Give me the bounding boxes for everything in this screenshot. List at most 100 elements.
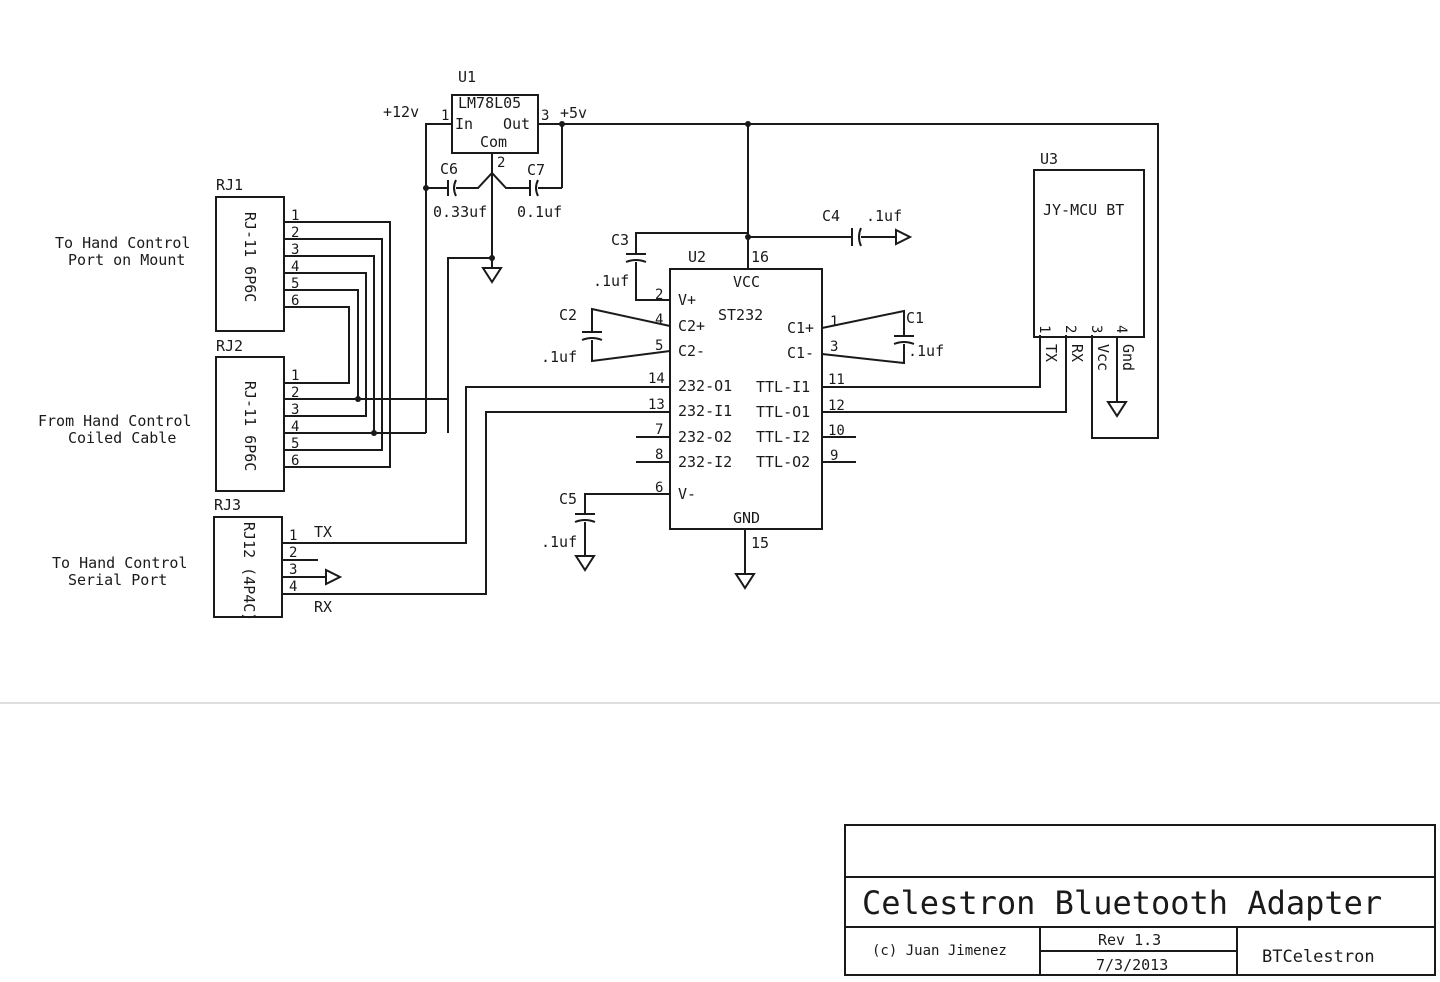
u2-pin8-num: 8 [655,447,663,463]
u2-pin13-num: 13 [648,397,665,413]
u1-pin3: 3 [541,108,549,124]
u3-pin2-name: RX [1068,344,1086,362]
u3-bt-module: U3 JY-MCU BT 1 2 3 4 TX RX Vcc Gnd [1033,150,1145,371]
rj2-part: RJ-11 6P6C [241,381,259,471]
rj2-pin4: 4 [291,419,299,435]
title-author: (c) Juan Jimenez [872,943,1007,959]
rj1-pin5: 5 [291,276,299,292]
rj3-desc2: Serial Port [68,571,167,589]
rj1-desc1: To Hand Control [55,234,190,252]
u2-pin11-num: 11 [828,372,845,388]
title-rev: Rev 1.3 [1098,931,1161,949]
u2-pin2-num: 2 [655,287,663,303]
u2-pin6-num: 6 [655,480,663,496]
rj3-pin4: 4 [289,579,297,595]
rj3-part: RJ12 (4P4C) [240,522,258,621]
c3-ref: C3 [611,231,629,249]
u2-pin14-num: 14 [648,371,665,387]
c4-ref: C4 [822,207,840,225]
rj2-pin1: 1 [291,368,299,384]
rj2-connector: RJ-11 6P6C RJ2 From Hand Control Coiled … [38,337,299,492]
c6-value: 0.33uf [433,203,487,221]
u3-pin4-name: Gnd [1119,344,1137,371]
u1-part: LM78L05 [458,94,521,112]
title-text: Celestron Bluetooth Adapter [862,884,1382,922]
rj-bus-wiring [284,221,448,468]
u2-pin12-name: TTL-O1 [756,403,810,421]
u1-wiring [423,121,1159,439]
u3-pin1-num: 1 [1036,325,1052,333]
title-block: Celestron Bluetooth Adapter (c) Juan Jim… [844,824,1436,976]
rj1-pin3: 3 [291,242,299,258]
u2-pin2-name: V+ [678,291,696,309]
c1-ref: C1 [906,309,924,327]
rj2-pin3: 3 [291,402,299,418]
u2-pin3-name: C1- [787,344,814,362]
u2-pin-vcc: 16 [751,248,769,266]
u2-pin3-num: 3 [830,339,838,355]
rj1-pin2: 2 [291,225,299,241]
u2-pin4-num: 4 [655,312,663,328]
u1-pin-out: Out [503,115,530,133]
u3-pin3-name: Vcc [1094,344,1112,371]
u2-gnd: GND [733,509,760,527]
rj3-ref: RJ3 [214,496,241,514]
rj2-pin2: 2 [291,385,299,401]
rj3-desc1: To Hand Control [52,554,187,572]
u3-pin3-num: 3 [1088,325,1104,333]
c2-value: .1uf [541,348,577,366]
c6-ref: C6 [440,160,458,178]
rj2-desc1: From Hand Control [38,412,192,430]
rj3-tx: TX [314,523,332,541]
rj2-ref: RJ2 [216,337,243,355]
rj1-desc2: Port on Mount [68,251,185,269]
rj1-pin4: 4 [291,259,299,275]
c4-value: .1uf [866,207,902,225]
u2-pin12-num: 12 [828,398,845,414]
c1-value: .1uf [908,342,944,360]
u3-pin2-num: 2 [1062,325,1078,333]
u2-wiring [574,121,1067,590]
c7-value: 0.1uf [517,203,562,221]
rj2-desc2: Coiled Cable [68,429,176,447]
u2-pin4-name: C2+ [678,317,705,335]
u2-ref: U2 [688,248,706,266]
c5-ref: C5 [559,490,577,508]
rj3-rx: RX [314,598,332,616]
u2-pin1-num: 1 [830,314,838,330]
rj2-pin6: 6 [291,453,299,469]
title-doc: BTCelestron [1262,947,1375,967]
c3-value: .1uf [593,272,629,290]
u1-ref: U1 [458,68,476,86]
u2-pin6-name: V- [678,485,696,503]
u2-pin1-name: C1+ [787,319,814,337]
rail-5v: +5v [560,104,587,122]
title-date: 7/3/2013 [1096,956,1168,974]
u2-pin13-name: 232-I1 [678,402,732,420]
rj1-part: RJ-11 6P6C [241,212,259,302]
u2-pin7-name: 232-O2 [678,428,732,446]
rj3-connector: RJ12 (4P4C) RJ3 To Hand Control Serial P… [52,496,332,621]
u3-ground [1106,337,1128,418]
c7-ref: C7 [527,161,545,179]
rj3-pin1: 1 [289,528,297,544]
u2-pin5-num: 5 [655,338,663,354]
u2-pin9-num: 9 [830,448,838,464]
u1-pin2: 2 [497,155,505,171]
u1-pin-com: Com [480,133,507,151]
u1-pin-in: In [455,115,473,133]
c2-ref: C2 [559,306,577,324]
u2-pin9-name: TTL-O2 [756,453,810,471]
c5-value: .1uf [541,533,577,551]
u2-part: ST232 [718,306,763,324]
u2-pin7-num: 7 [655,422,663,438]
u2-pin11-name: TTL-I1 [756,378,810,396]
u3-ref: U3 [1040,150,1058,168]
rj1-ref: RJ1 [216,176,243,194]
u2-pin-gnd: 15 [751,534,769,552]
rj3-pin3: 3 [289,562,297,578]
rj3-pin2: 2 [289,545,297,561]
u2-pin10-name: TTL-I2 [756,428,810,446]
rail-12v: +12v [383,103,419,121]
